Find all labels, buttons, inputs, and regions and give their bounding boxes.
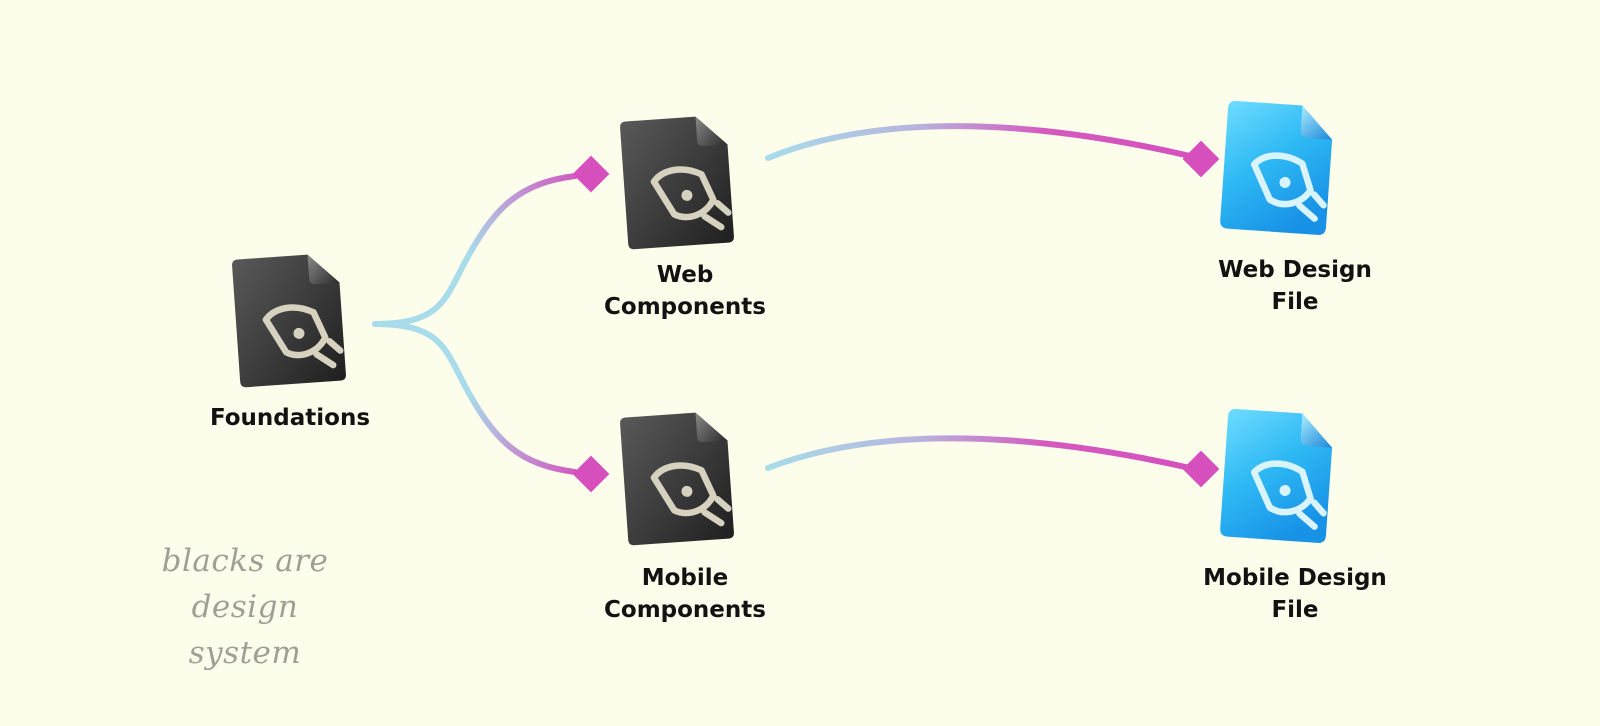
node-label-web-components: Web Components xyxy=(604,262,766,320)
connector-endpoint-diamond[interactable] xyxy=(572,455,610,493)
mobile-components-file-icon[interactable] xyxy=(618,408,738,548)
node-label-web-design-file: Web Design File xyxy=(1218,257,1372,315)
connector-endpoint-diamond[interactable] xyxy=(1182,140,1220,178)
web-design-file-icon[interactable] xyxy=(1218,98,1338,238)
connector-endpoint-diamond[interactable] xyxy=(1182,450,1220,488)
connector-foundations-mobile-components xyxy=(372,321,578,475)
connector-foundations-web-components xyxy=(372,173,578,327)
node-label-foundations: Foundations xyxy=(209,405,371,431)
mobile-design-file-icon[interactable] xyxy=(1218,406,1338,546)
sticky-note-text[interactable]: blacks are design system xyxy=(161,543,329,671)
node-label-mobile-components: Mobile Components xyxy=(604,565,766,623)
foundations-file-icon[interactable] xyxy=(230,250,350,390)
node-label-mobile-design-file: Mobile Design File xyxy=(1203,565,1387,623)
connector-mobile-components-mobile-design-file xyxy=(765,435,1193,471)
connector-endpoint-diamond[interactable] xyxy=(572,155,610,193)
connector-web-components-web-design-file xyxy=(765,123,1193,161)
web-components-file-icon[interactable] xyxy=(618,112,738,252)
